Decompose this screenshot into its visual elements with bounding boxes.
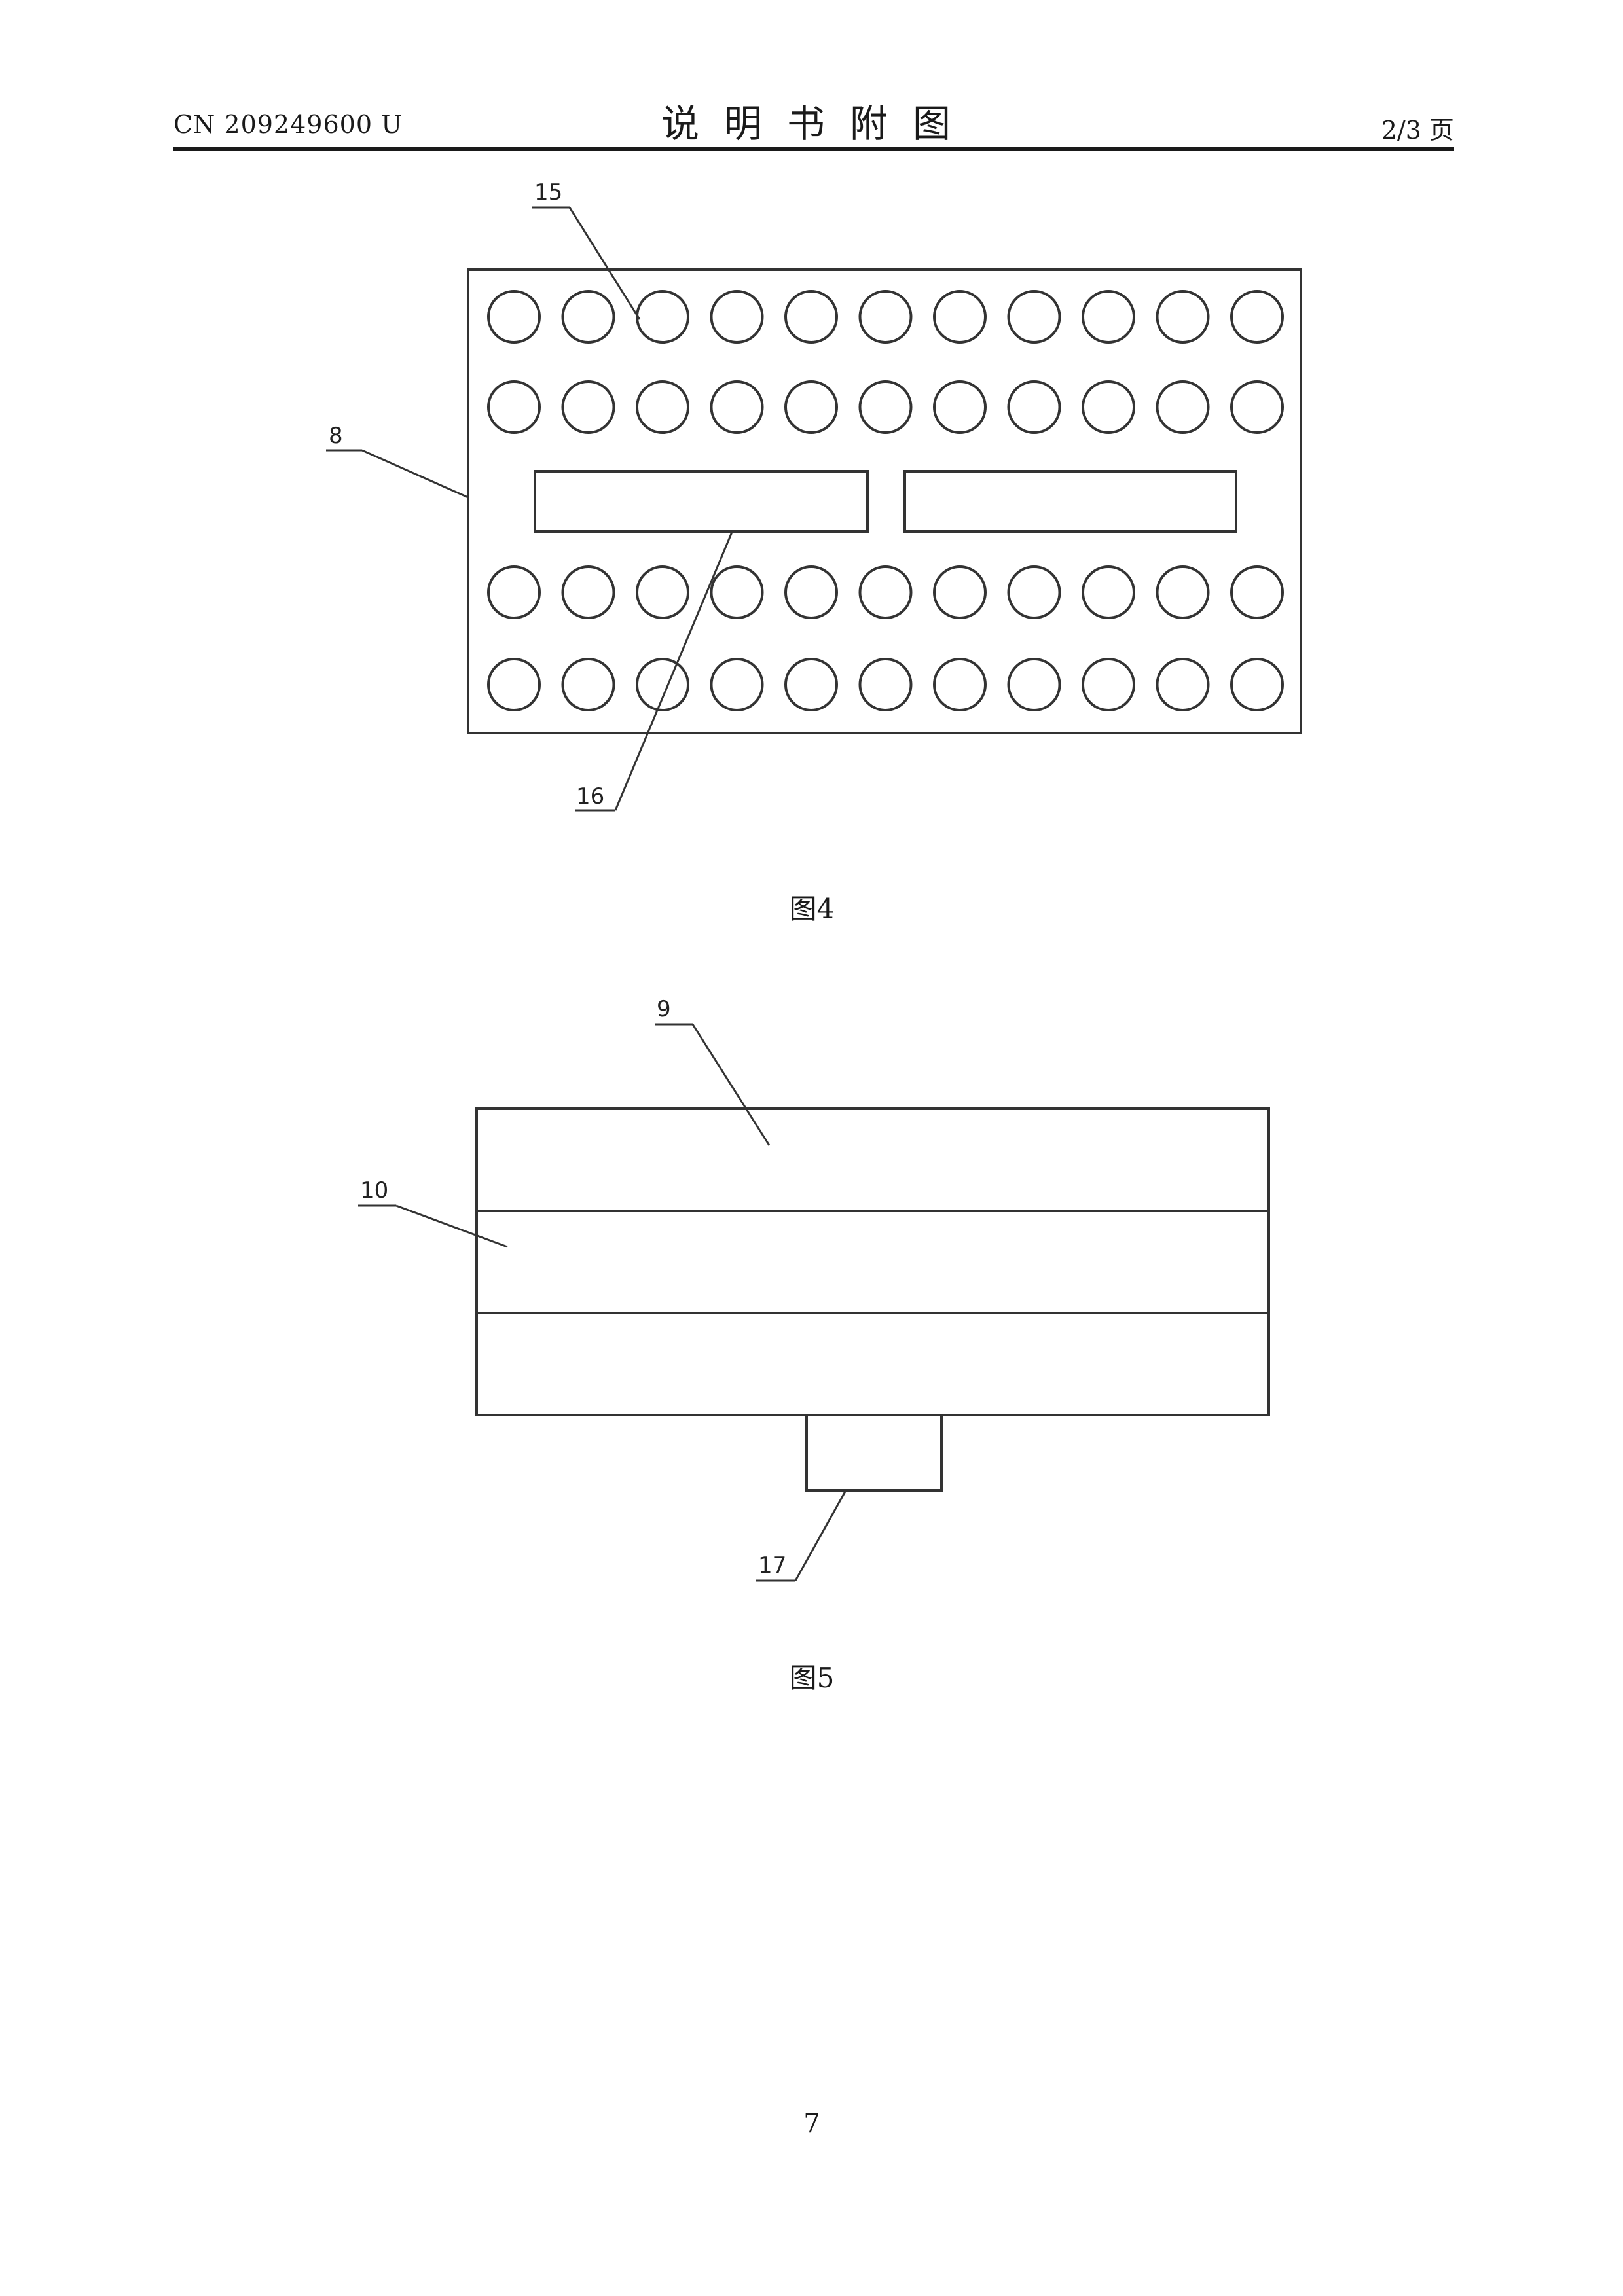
hole <box>933 565 987 619</box>
hole <box>636 658 689 711</box>
hole <box>933 290 987 344</box>
hole <box>561 290 615 344</box>
hole <box>561 565 615 619</box>
hole <box>561 380 615 434</box>
hole <box>933 658 987 711</box>
label-16: 16 <box>576 783 604 810</box>
leader-16 <box>614 531 733 811</box>
hole <box>858 658 913 711</box>
hole <box>487 658 541 711</box>
hole <box>784 658 838 711</box>
hole <box>1082 290 1135 344</box>
hole <box>1156 290 1210 344</box>
slot-right <box>903 470 1237 533</box>
hole <box>784 290 838 344</box>
hole <box>1230 290 1284 344</box>
hole <box>1230 658 1284 711</box>
hole <box>1007 658 1061 711</box>
hole <box>710 565 764 619</box>
hole <box>933 380 987 434</box>
hole <box>636 380 689 434</box>
leader-15 <box>568 207 641 320</box>
hole <box>858 565 913 619</box>
bottom-block <box>805 1414 943 1492</box>
hole <box>710 290 764 344</box>
hole <box>487 290 541 344</box>
hole <box>1007 565 1061 619</box>
label-10: 10 <box>360 1177 388 1204</box>
leader-8 <box>361 449 469 499</box>
hole <box>1230 380 1284 434</box>
hole-grid <box>487 290 1284 711</box>
label-9: 9 <box>657 996 671 1022</box>
layer-stack-outline <box>475 1107 1270 1416</box>
leader-10 <box>395 1204 508 1248</box>
label-8: 8 <box>329 423 343 449</box>
label-15: 15 <box>534 179 562 206</box>
hole <box>1230 565 1284 619</box>
hole <box>561 658 615 711</box>
hole <box>710 658 764 711</box>
leader-9 <box>691 1024 771 1146</box>
page-indicator: 2/3 页 <box>1381 116 1454 145</box>
hole <box>1156 380 1210 434</box>
hole <box>487 380 541 434</box>
hole <box>1156 565 1210 619</box>
figure-5-caption: 图5 <box>789 1662 835 1694</box>
hole <box>784 380 838 434</box>
hole <box>1082 380 1135 434</box>
hole <box>1156 658 1210 711</box>
hole <box>784 565 838 619</box>
hole <box>1082 565 1135 619</box>
header-rule <box>173 147 1454 151</box>
slot-left <box>534 470 869 533</box>
hole <box>858 380 913 434</box>
plate-outline <box>467 268 1302 734</box>
label-17: 17 <box>758 1552 786 1579</box>
patent-number: CN 209249600 U <box>173 110 403 139</box>
hole <box>1007 290 1061 344</box>
hole <box>1007 380 1061 434</box>
hole <box>858 290 913 344</box>
hole <box>487 565 541 619</box>
hole <box>710 380 764 434</box>
page-number: 7 <box>803 2109 820 2139</box>
figure-4-drawing: 15 8 16 <box>326 179 1302 812</box>
leader-17 <box>794 1490 847 1581</box>
figure-5-drawing: 9 10 17 <box>358 996 1270 1582</box>
figure-4-caption: 图4 <box>789 893 835 925</box>
hole <box>636 565 689 619</box>
hole <box>1082 658 1135 711</box>
document-title: 说明书附图 <box>661 101 976 146</box>
